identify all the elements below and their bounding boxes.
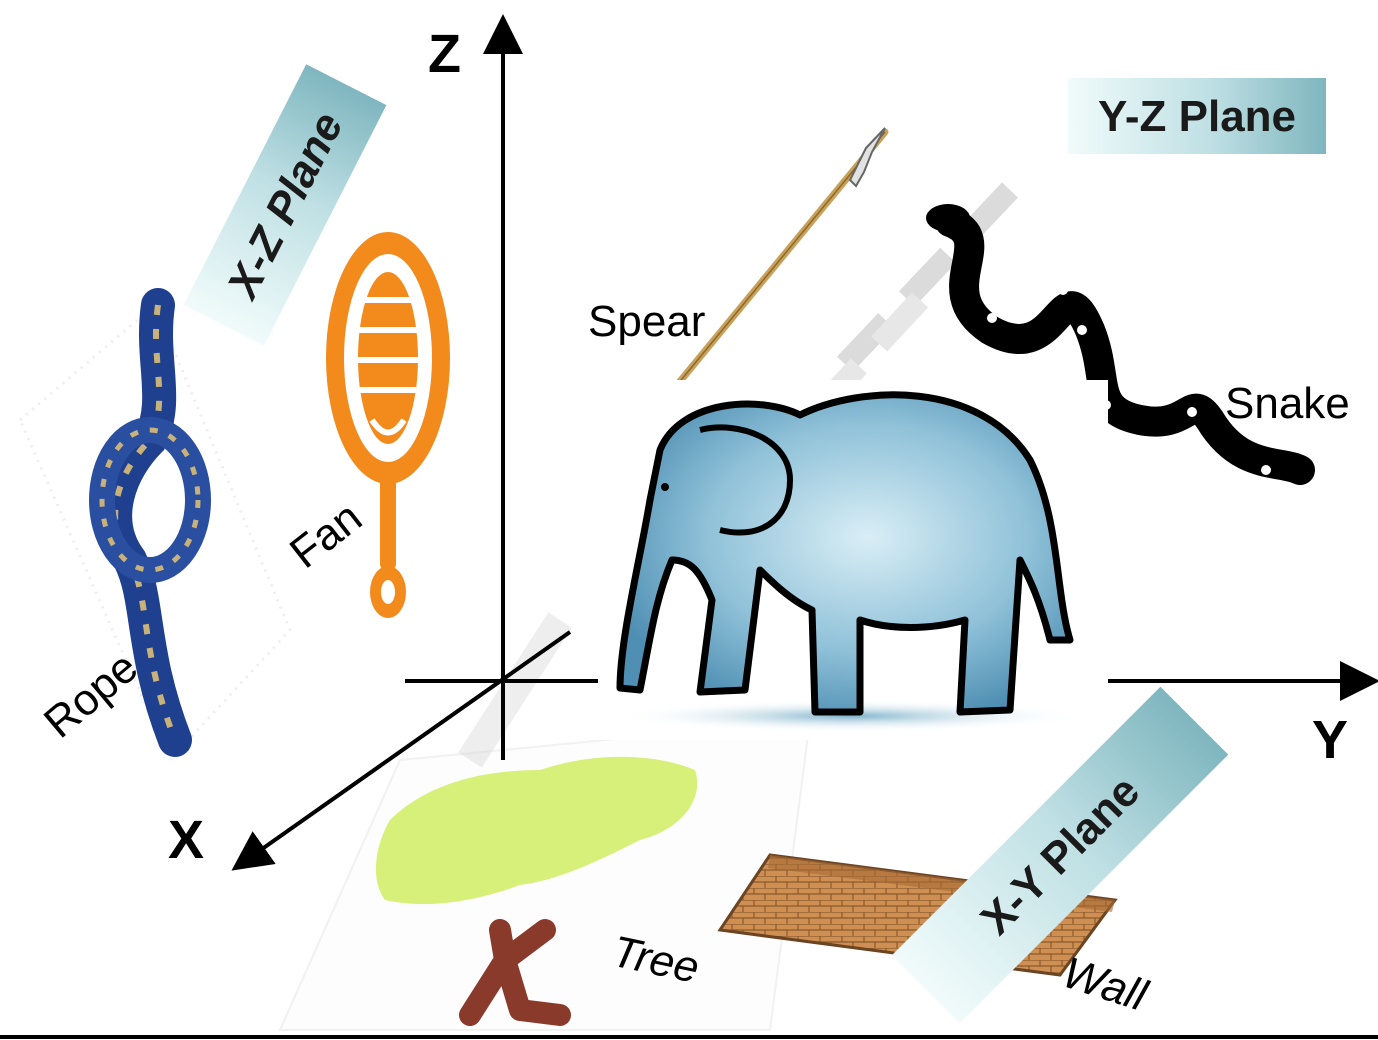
yz-plane-label: Y-Z Plane: [1098, 92, 1296, 141]
x-axis-label: X: [168, 810, 204, 870]
fan-label: Fan: [281, 493, 371, 578]
rope-label: Rope: [35, 643, 147, 748]
tree-icon: [375, 756, 698, 1026]
rope-icon: [89, 288, 211, 757]
axes: [231, 14, 1378, 871]
wall-label: Wall: [1057, 948, 1154, 1021]
y-axis-label: Y: [1312, 710, 1348, 770]
yz-plane-badge: Y-Z Plane: [1068, 78, 1326, 154]
ghost-stripes: [458, 182, 1018, 768]
z-axis-label: Z: [428, 24, 461, 84]
fan-icon: [326, 232, 450, 618]
spear-label: Spear: [588, 297, 705, 346]
snake-label: Snake: [1225, 379, 1350, 428]
x-axis: [231, 630, 572, 871]
elephant-icon: [598, 380, 1108, 740]
snake-icon: [926, 204, 1315, 495]
